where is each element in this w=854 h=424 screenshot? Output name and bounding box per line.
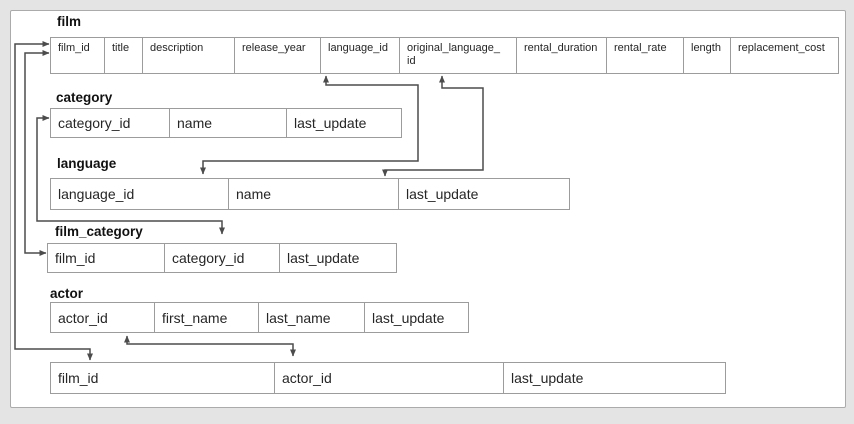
column-category-category_id[interactable]: category_id: [51, 109, 169, 137]
column-actor-last_name[interactable]: last_name: [258, 303, 364, 332]
column-label: category_id: [58, 115, 131, 131]
column-category-last_update[interactable]: last_update: [286, 109, 401, 137]
column-label: description: [150, 42, 204, 54]
table-actor[interactable]: actor_id first_name last_name last_update: [50, 302, 469, 333]
column-film-description[interactable]: description: [142, 38, 234, 73]
column-actor-actor_id[interactable]: actor_id: [51, 303, 154, 332]
table-language[interactable]: language_id name last_update: [50, 178, 570, 210]
column-label: film_id: [58, 370, 99, 386]
column-label: length: [691, 42, 721, 54]
table-label-film: film: [57, 14, 82, 29]
column-film-replacement_cost[interactable]: replacement_cost: [730, 38, 838, 73]
column-label: rental_rate: [614, 42, 667, 54]
column-label: film_id: [58, 42, 90, 54]
column-language-language_id[interactable]: language_id: [51, 179, 228, 209]
column-language-last_update[interactable]: last_update: [398, 179, 569, 209]
column-category-name[interactable]: name: [169, 109, 286, 137]
column-label: film_id: [55, 250, 96, 266]
table-film[interactable]: film_id title description release_year langu…: [50, 37, 839, 74]
column-label: name: [177, 115, 213, 131]
column-film-rental_rate[interactable]: rental_rate: [606, 38, 683, 73]
table-label-actor: actor: [50, 286, 84, 301]
column-film_category-film_id[interactable]: film_id: [48, 244, 164, 272]
column-label: original_language_id: [407, 42, 500, 68]
column-actor-last_update[interactable]: last_update: [364, 303, 468, 332]
table-label-language: language: [57, 156, 117, 171]
column-film-rental_duration[interactable]: rental_duration: [516, 38, 606, 73]
column-film_category-last_update[interactable]: last_update: [279, 244, 396, 272]
column-actor-first_name[interactable]: first_name: [154, 303, 258, 332]
table-film_actor[interactable]: film_id actor_id last_update: [50, 362, 726, 394]
column-label: first_name: [162, 309, 228, 326]
column-film_actor-film_id[interactable]: film_id: [51, 363, 274, 393]
column-film-release_year[interactable]: release_year: [234, 38, 320, 73]
table-category[interactable]: category_id name last_update: [50, 108, 402, 138]
column-film_category-category_id[interactable]: category_id: [164, 244, 279, 272]
column-label: last_update: [287, 250, 360, 266]
table-film_category[interactable]: film_id category_id last_update: [47, 243, 397, 273]
column-film-language_id[interactable]: language_id: [320, 38, 399, 73]
table-label-category: category: [56, 90, 113, 105]
column-label: name: [236, 186, 272, 202]
column-label: last_update: [511, 370, 584, 386]
column-film-length[interactable]: length: [683, 38, 730, 73]
column-label: last_update: [372, 309, 445, 326]
column-label: replacement_cost: [738, 42, 825, 54]
column-language-name[interactable]: name: [228, 179, 398, 209]
column-film_actor-actor_id[interactable]: actor_id: [274, 363, 503, 393]
column-label: last_update: [406, 186, 479, 202]
column-label: language_id: [58, 186, 135, 202]
column-film-film_id[interactable]: film_id: [51, 38, 104, 73]
column-label: actor_id: [282, 370, 332, 386]
column-label: language_id: [328, 42, 388, 54]
column-film-title[interactable]: title: [104, 38, 142, 73]
column-label: rental_duration: [524, 42, 598, 54]
column-label: category_id: [172, 250, 245, 266]
column-label: actor_id: [58, 309, 108, 326]
column-film-original_language_id[interactable]: original_language_id: [399, 38, 516, 73]
column-label: release_year: [242, 42, 306, 54]
column-label: last_update: [294, 115, 367, 131]
column-film_actor-last_update[interactable]: last_update: [503, 363, 725, 393]
table-label-film_category: film_category: [55, 224, 143, 239]
column-label: title: [112, 42, 130, 54]
column-label: last_name: [266, 309, 331, 326]
